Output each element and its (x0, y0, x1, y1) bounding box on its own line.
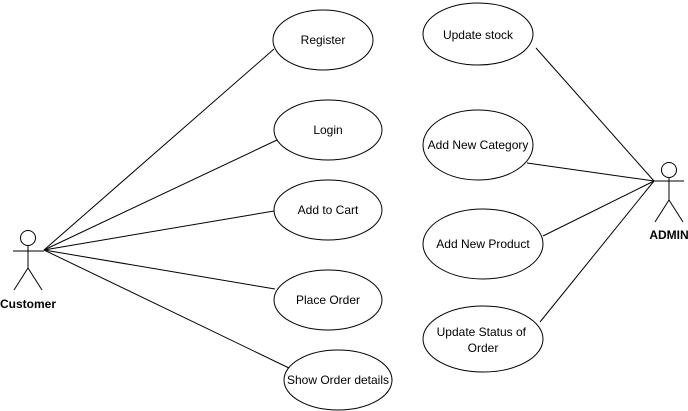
use-case-add-new-product-label: Add New Product (436, 237, 530, 251)
association-customer-login (43, 139, 278, 251)
use-case-show-order-details[interactable]: Show Order details (283, 349, 393, 411)
association-admin-update-status-of-order (539, 180, 655, 323)
use-case-place-order[interactable]: Place Order (273, 269, 383, 331)
association-admin-update-stock (535, 47, 655, 182)
use-case-update-stock-label: Update stock (443, 28, 514, 42)
actor-customer[interactable]: Customer (0, 230, 56, 312)
use-case-register[interactable]: Register (272, 9, 374, 71)
use-case-update-status-of-order-line-2: Order (468, 341, 499, 355)
use-case-update-stock[interactable]: Update stock (422, 2, 534, 66)
stick-figure-icon (654, 162, 684, 223)
association-admin-add-new-product (542, 180, 655, 237)
use-case-add-to-cart-label: Add to Cart (298, 203, 359, 217)
use-case-place-order-label: Place Order (296, 293, 360, 307)
use-case-update-status-of-order[interactable]: Update Status of Order (422, 305, 544, 373)
use-case-show-order-details-label: Show Order details (287, 373, 389, 387)
use-case-add-to-cart[interactable]: Add to Cart (273, 179, 383, 241)
actor-customer-label: Customer (0, 297, 56, 311)
use-case-register-label: Register (301, 33, 346, 47)
association-customer-place-order (43, 249, 276, 290)
use-case-add-new-category[interactable]: Add New Category (422, 109, 534, 181)
use-case-login-label: Login (313, 123, 342, 137)
associations (43, 47, 655, 369)
use-case-update-status-of-order-line-1: Update Status of (437, 325, 527, 339)
association-admin-add-new-category (526, 162, 655, 182)
use-case-add-new-product[interactable]: Add New Product (422, 208, 544, 280)
use-case-update-status-of-order-label: Update Status of Order (437, 325, 530, 355)
actor-admin-label: ADMIN (649, 228, 688, 242)
use-case-add-new-category-label: Add New Category (428, 138, 529, 152)
association-customer-show-order-details (43, 249, 290, 369)
actor-admin[interactable]: ADMIN (649, 162, 688, 243)
association-customer-add-to-cart (43, 210, 275, 251)
use-case-login[interactable]: Login (273, 99, 383, 161)
association-customer-register (43, 48, 275, 251)
stick-figure-icon (13, 230, 44, 291)
